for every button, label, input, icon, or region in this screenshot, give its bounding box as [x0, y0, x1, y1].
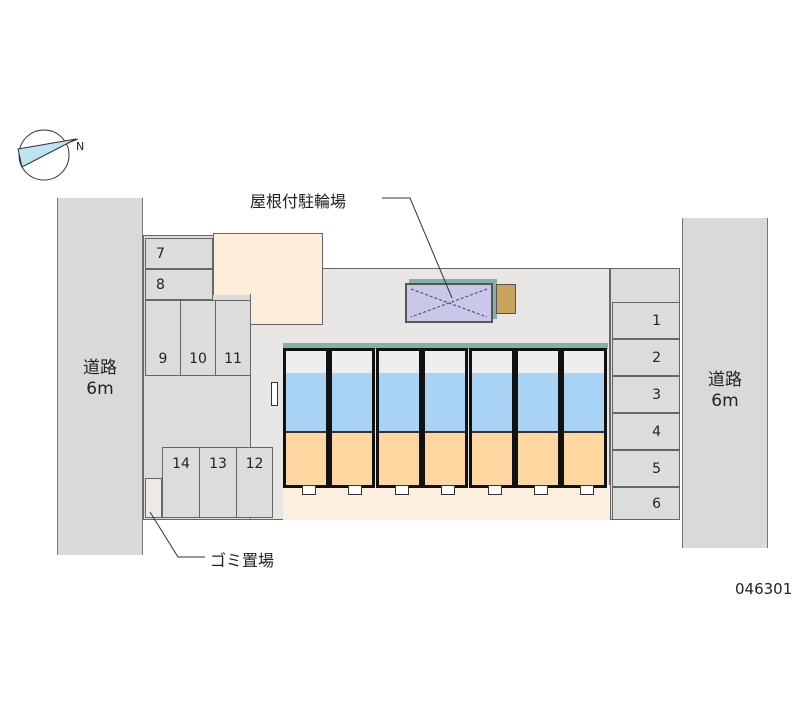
property-code: 046301: [735, 580, 793, 598]
parking-spot-3: 3: [612, 376, 680, 413]
parking-spot-14: 14: [162, 447, 200, 518]
apartment-unit: [468, 348, 515, 495]
apartment-unit: [375, 348, 422, 495]
parking-spot-8: 8: [145, 269, 213, 300]
parking-spot-10: 10: [180, 300, 216, 376]
parking-spot-12: 12: [236, 447, 273, 518]
apartment-unit: [422, 348, 469, 495]
road-right: 道路 6m: [682, 218, 768, 548]
parking-spot-11: 11: [215, 300, 251, 376]
garbage-label: ゴミ置場: [210, 551, 275, 570]
bicycle-parking-label: 屋根付駐輪場: [250, 192, 347, 211]
parking-spot-13: 13: [199, 447, 237, 518]
bicycle-icon: [496, 284, 516, 314]
road-right-width: 6m: [711, 391, 739, 411]
building-roof-edge: [283, 343, 608, 349]
parking-spot-7: 7: [145, 238, 213, 269]
apartment-unit: [561, 348, 608, 495]
apartment-unit: [283, 348, 329, 495]
parking-spot-4: 4: [612, 413, 680, 450]
parking-spot-2: 2: [612, 339, 680, 376]
parking-spot-1: 1: [612, 302, 680, 339]
adjacent-building-lower: [250, 294, 323, 325]
north-label: N: [76, 140, 85, 153]
parking-spot-6: 6: [612, 487, 680, 520]
apartment-unit: [329, 348, 376, 495]
compass-icon: [17, 129, 79, 181]
building-entrance: [271, 382, 278, 406]
parking-spot-9: 9: [145, 300, 181, 376]
road-left: 道路 6m: [57, 198, 143, 555]
parking-spot-5: 5: [612, 450, 680, 487]
apartment-building: [283, 348, 608, 495]
road-left-width: 6m: [86, 379, 114, 399]
apartment-unit: [515, 348, 561, 495]
road-right-name: 道路: [708, 370, 742, 390]
adjacent-building: [213, 233, 323, 295]
road-left-name: 道路: [83, 358, 117, 378]
